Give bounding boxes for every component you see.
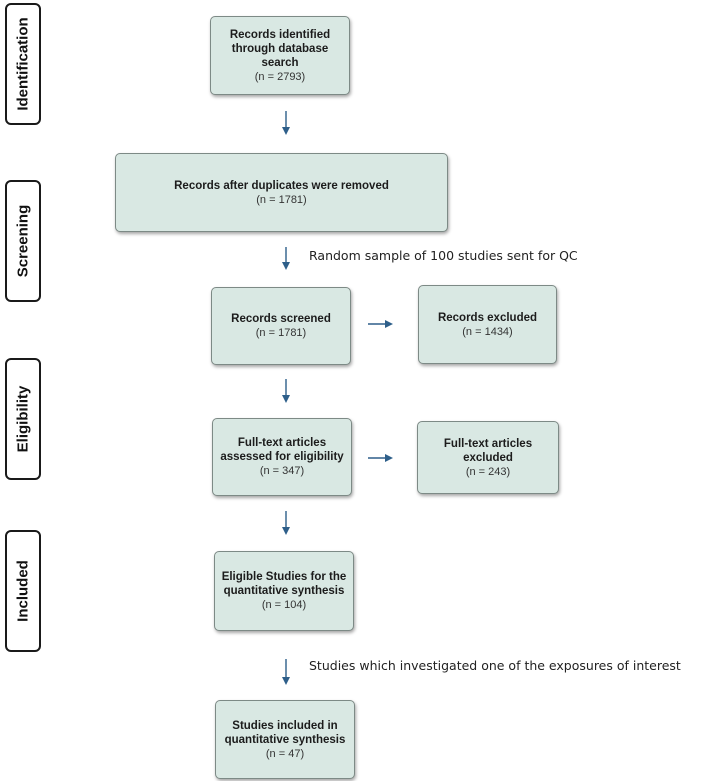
box-fulltext-excluded-title: Full-text articles excluded bbox=[443, 437, 533, 464]
box-records-excluded-count: (n = 1434) bbox=[462, 325, 513, 338]
box-eligible-studies-title: Eligible Studies for the quantitative sy… bbox=[221, 571, 347, 597]
box-records-deduplicated-title: Records after duplicates were removed bbox=[174, 179, 389, 192]
box-records-screened-title: Records screened bbox=[231, 313, 331, 325]
box-fulltext-assessed-count: (n = 347) bbox=[259, 465, 305, 477]
box-records-identified-title: Records identified through database sear… bbox=[229, 28, 331, 69]
box-records-identified-count: (n = 2793) bbox=[254, 70, 306, 83]
box-eligible-studies-count: (n = 104) bbox=[261, 599, 307, 611]
box-records-identified: Records identified through database sear… bbox=[210, 16, 350, 95]
stage-identification: Identification bbox=[5, 3, 41, 125]
box-studies-included: Studies included in quantitative synthes… bbox=[215, 700, 355, 779]
box-fulltext-excluded-count: (n = 243) bbox=[465, 465, 511, 478]
box-fulltext-assessed: Full-text articles assessed for eligibil… bbox=[212, 418, 352, 496]
note-exposures: Studies which investigated one of the ex… bbox=[309, 658, 681, 673]
box-fulltext-excluded: Full-text articles excluded (n = 243) bbox=[417, 421, 559, 494]
box-records-screened-count: (n = 1781) bbox=[255, 327, 307, 339]
box-records-deduplicated-count: (n = 1781) bbox=[256, 193, 307, 206]
stage-included: Included bbox=[5, 530, 41, 652]
box-eligible-studies: Eligible Studies for the quantitative sy… bbox=[214, 551, 354, 631]
box-records-excluded-title: Records excluded bbox=[437, 311, 538, 324]
stage-eligibility: Eligibility bbox=[5, 358, 41, 480]
note-qc-sample: Random sample of 100 studies sent for QC bbox=[309, 248, 578, 263]
box-fulltext-assessed-title: Full-text articles assessed for eligibil… bbox=[220, 437, 344, 463]
stage-screening: Screening bbox=[5, 180, 41, 302]
box-studies-included-count: (n = 47) bbox=[265, 747, 305, 760]
box-records-screened: Records screened (n = 1781) bbox=[211, 287, 351, 365]
box-records-excluded: Records excluded (n = 1434) bbox=[418, 285, 557, 364]
box-records-deduplicated: Records after duplicates were removed (n… bbox=[115, 153, 448, 232]
box-studies-included-title: Studies included in quantitative synthes… bbox=[224, 719, 346, 746]
